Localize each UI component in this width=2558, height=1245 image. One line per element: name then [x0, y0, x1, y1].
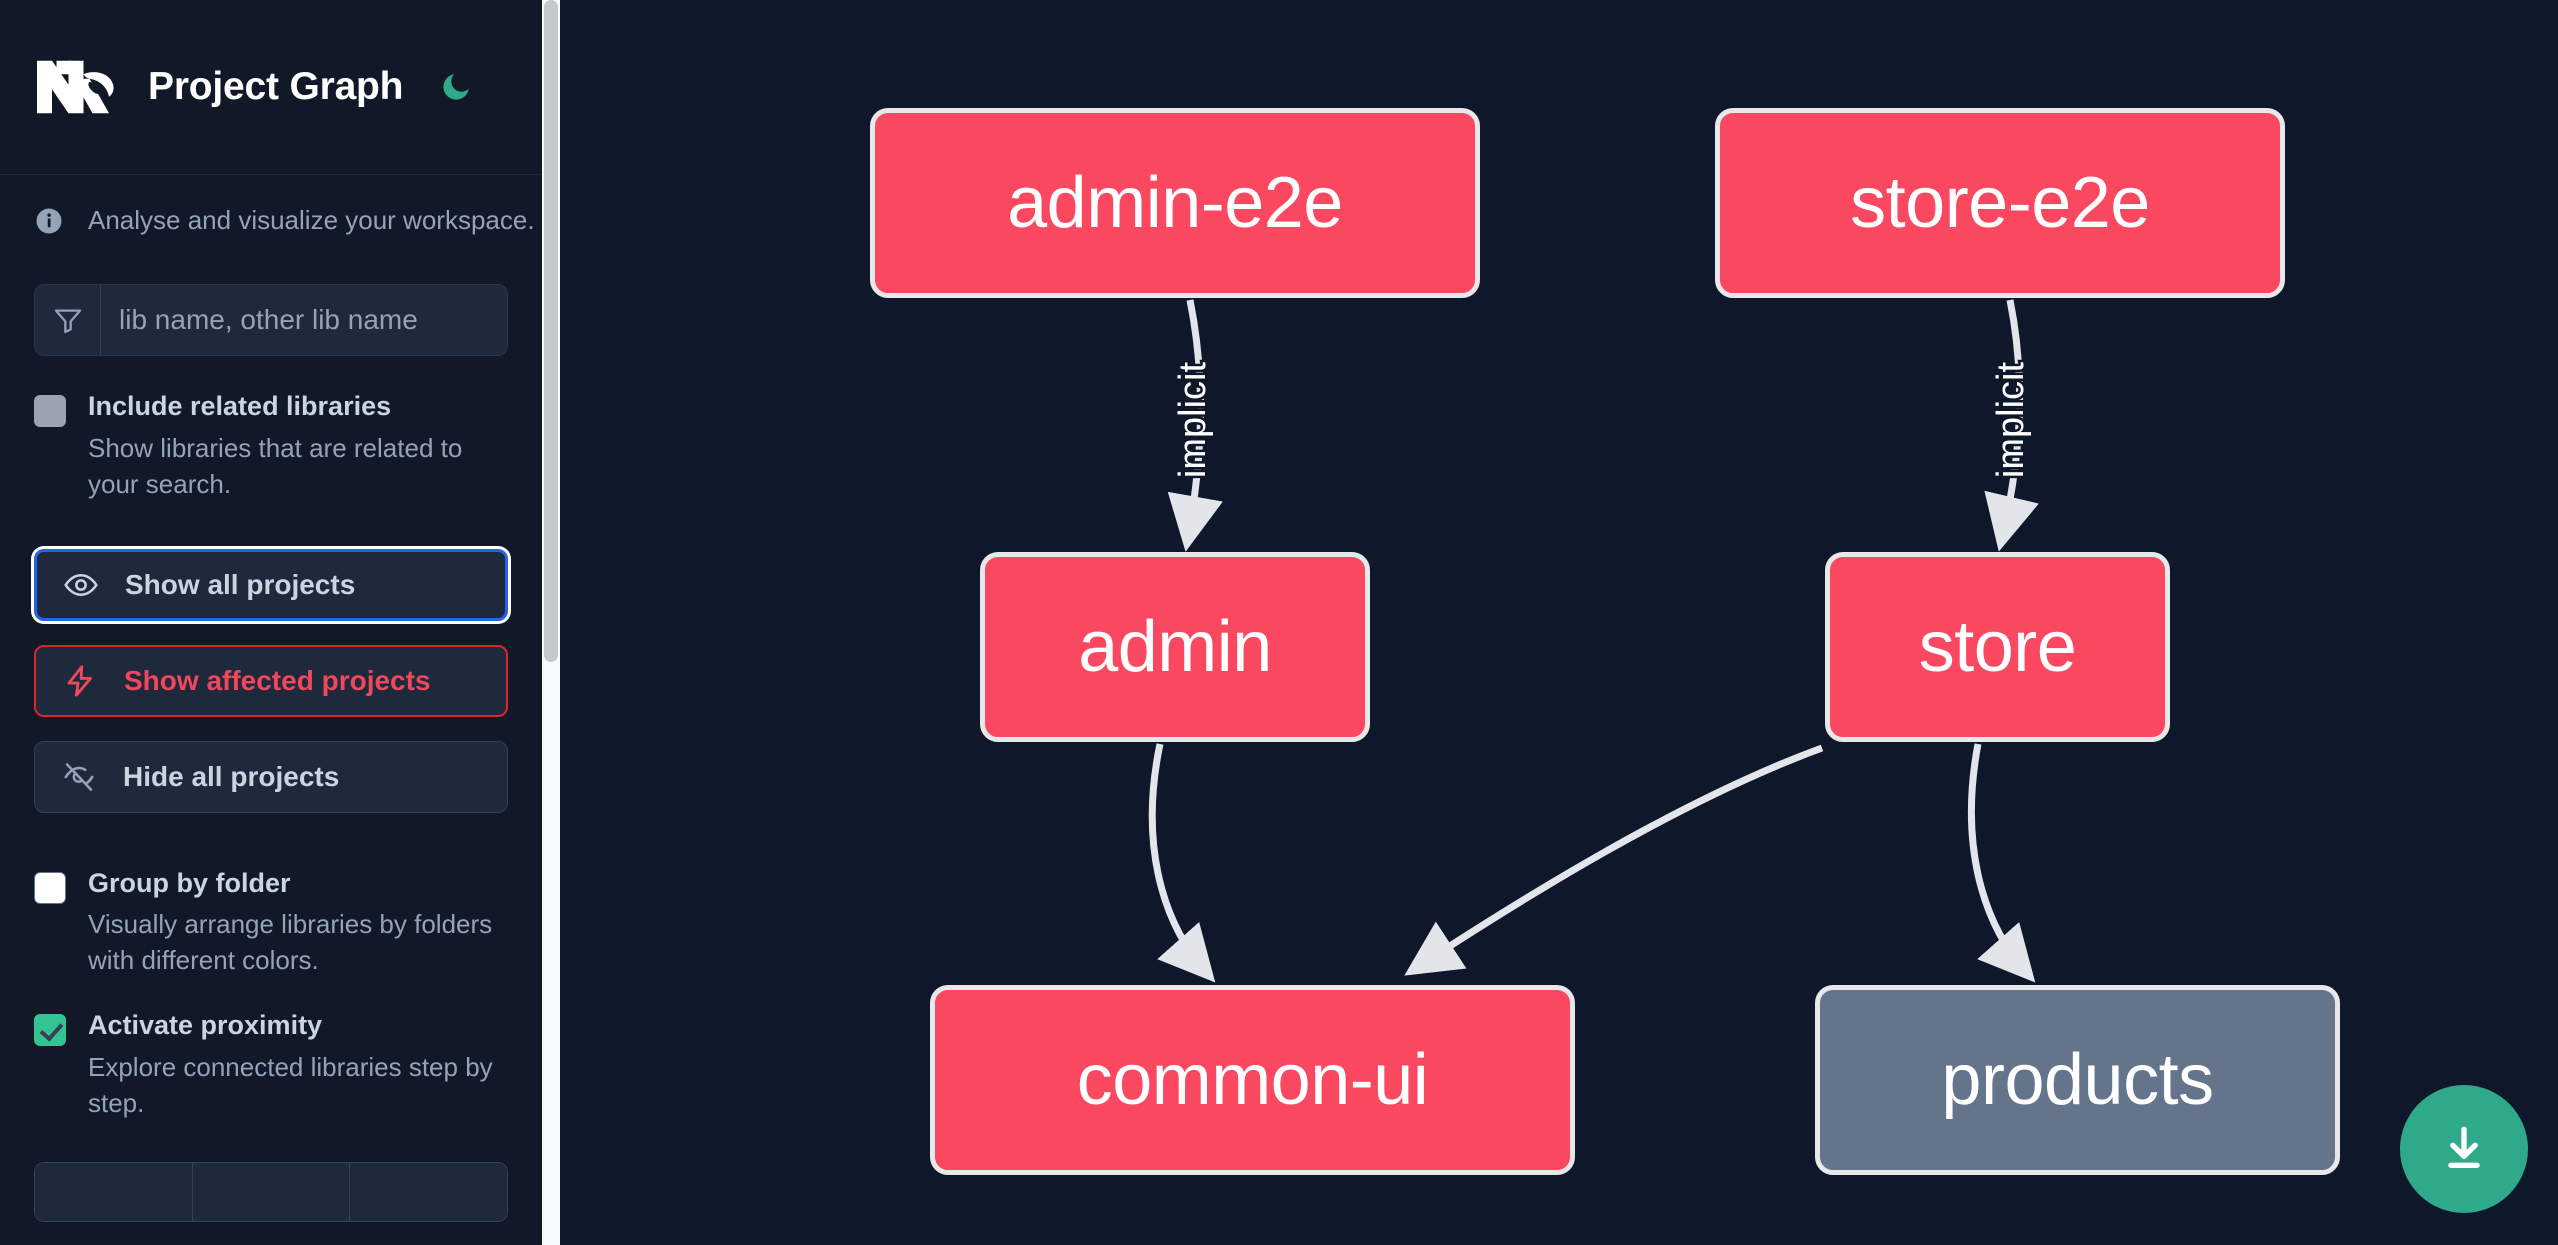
graph-canvas[interactable]: implicit implicit admin-e2e store-e2e ad…: [560, 0, 2558, 1245]
graph-node-store[interactable]: store: [1825, 552, 2170, 742]
activate-proximity-description: Explore connected libraries step by step…: [88, 1051, 493, 1118]
page-title: Project Graph: [148, 65, 404, 108]
edge-store-products: [1967, 743, 2036, 983]
show-all-projects-label: Show all projects: [125, 568, 356, 600]
show-affected-projects-button[interactable]: Show affected projects: [34, 644, 508, 717]
activate-proximity-checkbox[interactable]: [34, 1014, 66, 1046]
option-activate-proximity[interactable]: Activate proximity Explore connected lib…: [0, 979, 542, 1122]
svg-text:implicit: implicit: [1990, 362, 2032, 479]
download-icon: [2436, 1120, 2492, 1179]
option-group-by-folder[interactable]: Group by folder Visually arrange librari…: [0, 837, 542, 980]
hide-all-projects-button[interactable]: Hide all projects: [34, 740, 508, 813]
edge-store-e2e-store: [1984, 299, 2039, 552]
edge-label-implicit-store: implicit: [1988, 359, 2035, 481]
proximity-step-option-1[interactable]: [35, 1162, 193, 1221]
sidebar-scroll-area: Project Graph Analyse and visualize your…: [0, 0, 542, 1245]
graph-node-store-e2e[interactable]: store-e2e: [1715, 108, 2285, 298]
sidebar-scrollbar-thumb[interactable]: [544, 0, 558, 662]
graph-node-products[interactable]: products: [1815, 985, 2340, 1175]
funnel-icon: [35, 285, 101, 355]
include-related-libraries-checkbox[interactable]: [34, 395, 66, 427]
edge-admin-common-ui: [1148, 743, 1216, 983]
lightning-icon: [62, 662, 100, 700]
option-include-related-libraries[interactable]: Include related libraries Show libraries…: [0, 356, 542, 503]
edge-admin-e2e-admin: [1167, 299, 1223, 552]
proximity-step-option-3[interactable]: [350, 1162, 507, 1221]
proximity-step-option-2[interactable]: [192, 1162, 351, 1221]
include-related-libraries-label: Include related libraries: [88, 391, 392, 421]
graph-node-admin[interactable]: admin: [980, 552, 1370, 742]
sidebar-header: Project Graph: [0, 0, 542, 175]
proximity-step-segmented-control[interactable]: [34, 1161, 508, 1222]
edge-store-common-ui: [1404, 744, 1824, 976]
graph-node-admin-e2e[interactable]: admin-e2e: [870, 108, 1480, 298]
filter-field[interactable]: [34, 284, 508, 356]
workspace-info-text: Analyse and visualize your workspace.: [88, 205, 535, 235]
group-by-folder-description: Visually arrange libraries by folders wi…: [88, 909, 493, 976]
info-circle-icon: [34, 206, 64, 236]
show-all-projects-button[interactable]: Show all projects: [34, 548, 508, 621]
group-by-folder-checkbox[interactable]: [34, 871, 66, 904]
sidebar-scrollbar[interactable]: [542, 0, 560, 1245]
show-affected-projects-label: Show affected projects: [124, 664, 431, 696]
search-input[interactable]: [101, 285, 507, 355]
eye-icon: [63, 566, 101, 604]
graph-edges: implicit implicit: [1148, 299, 2039, 983]
projects-button-group: Show all projects Show affected projects: [34, 548, 508, 813]
nx-logo-icon: [34, 56, 124, 118]
hide-all-projects-label: Hide all projects: [123, 760, 340, 792]
svg-text:implicit: implicit: [1172, 362, 1214, 479]
group-by-folder-label: Group by folder: [88, 867, 291, 898]
eye-slash-icon: [61, 758, 99, 796]
include-related-libraries-description: Show libraries that are related to your …: [88, 432, 463, 499]
download-button[interactable]: [2400, 1085, 2528, 1213]
graph-node-common-ui[interactable]: common-ui: [930, 985, 1575, 1175]
moon-icon[interactable]: [435, 66, 477, 108]
workspace-info: Analyse and visualize your workspace.: [0, 175, 542, 236]
edge-label-implicit-admin: implicit: [1170, 359, 1217, 481]
sidebar: Project Graph Analyse and visualize your…: [0, 0, 560, 1245]
activate-proximity-label: Activate proximity: [88, 1010, 323, 1040]
